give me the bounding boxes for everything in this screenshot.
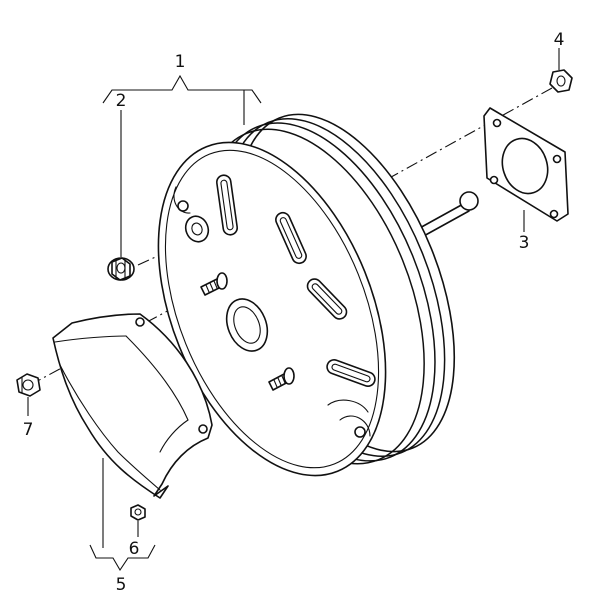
gasket-center-opening (501, 137, 549, 195)
callout-5: 5 (116, 575, 127, 595)
callout-7: 7 (23, 420, 34, 440)
heat-shield-hole-lower (198, 424, 208, 434)
lower-ear-arc (327, 399, 369, 413)
callout-2: 2 (116, 91, 127, 111)
callout-4: 4 (554, 30, 565, 50)
heat-shield-plate (52, 313, 213, 499)
heat-shield-fold-top (54, 335, 127, 343)
stud-lower-base (283, 367, 295, 385)
slot-3 (306, 278, 348, 320)
callouts: 1 2 3 4 5 6 7 (23, 30, 565, 595)
bracket-5 (89, 544, 156, 572)
mounting-stud-upper (200, 272, 228, 296)
flange-nut-7 (16, 373, 41, 397)
front-face-mounting-ears (173, 186, 371, 438)
booster-front-face (157, 141, 387, 477)
slot-2 (275, 211, 307, 265)
callout-1: 1 (175, 52, 186, 72)
heat-shield-fold-edge (125, 335, 189, 453)
callout-6: 6 (129, 539, 140, 559)
brake-booster (157, 113, 456, 477)
heat-shield-hole-upper (135, 317, 145, 327)
nut-6 (130, 504, 146, 521)
nut-7-hex (16, 373, 41, 397)
nut-6-body (130, 504, 146, 521)
callout-3: 3 (519, 233, 530, 253)
gasket-hole-2 (552, 154, 562, 164)
hub-bore (233, 306, 261, 344)
front-face-rim (157, 141, 387, 477)
pushrod-clevis-end (459, 191, 479, 211)
front-face-slots (215, 174, 376, 387)
lower-ear-hole (354, 426, 366, 438)
hub-outer (225, 298, 269, 352)
bracket-1 (102, 74, 262, 104)
upper-ear-arc (173, 186, 191, 214)
front-face-inner-rim (164, 149, 380, 469)
upper-mount-boss (184, 215, 210, 243)
flange-nut-2 (107, 257, 135, 281)
gasket-hole-1 (492, 118, 502, 128)
leader-lines (27, 48, 560, 572)
nut-4-body (549, 69, 573, 93)
lower-ear-arc-2 (339, 415, 371, 437)
nut-2-hex (111, 257, 131, 281)
upper-ear-hole (177, 200, 189, 212)
gasket (483, 107, 569, 222)
heat-shield (52, 313, 213, 499)
hex-nut-4 (549, 69, 573, 93)
heat-shield-lower-edge (59, 364, 161, 491)
slot-1 (215, 174, 239, 236)
stud-upper-base (216, 272, 228, 290)
gasket-hole-4 (549, 209, 559, 219)
gasket-hole-3 (489, 175, 499, 185)
front-face-hub (225, 298, 269, 352)
slot-4 (326, 359, 376, 387)
mounting-stud-lower (268, 367, 295, 391)
